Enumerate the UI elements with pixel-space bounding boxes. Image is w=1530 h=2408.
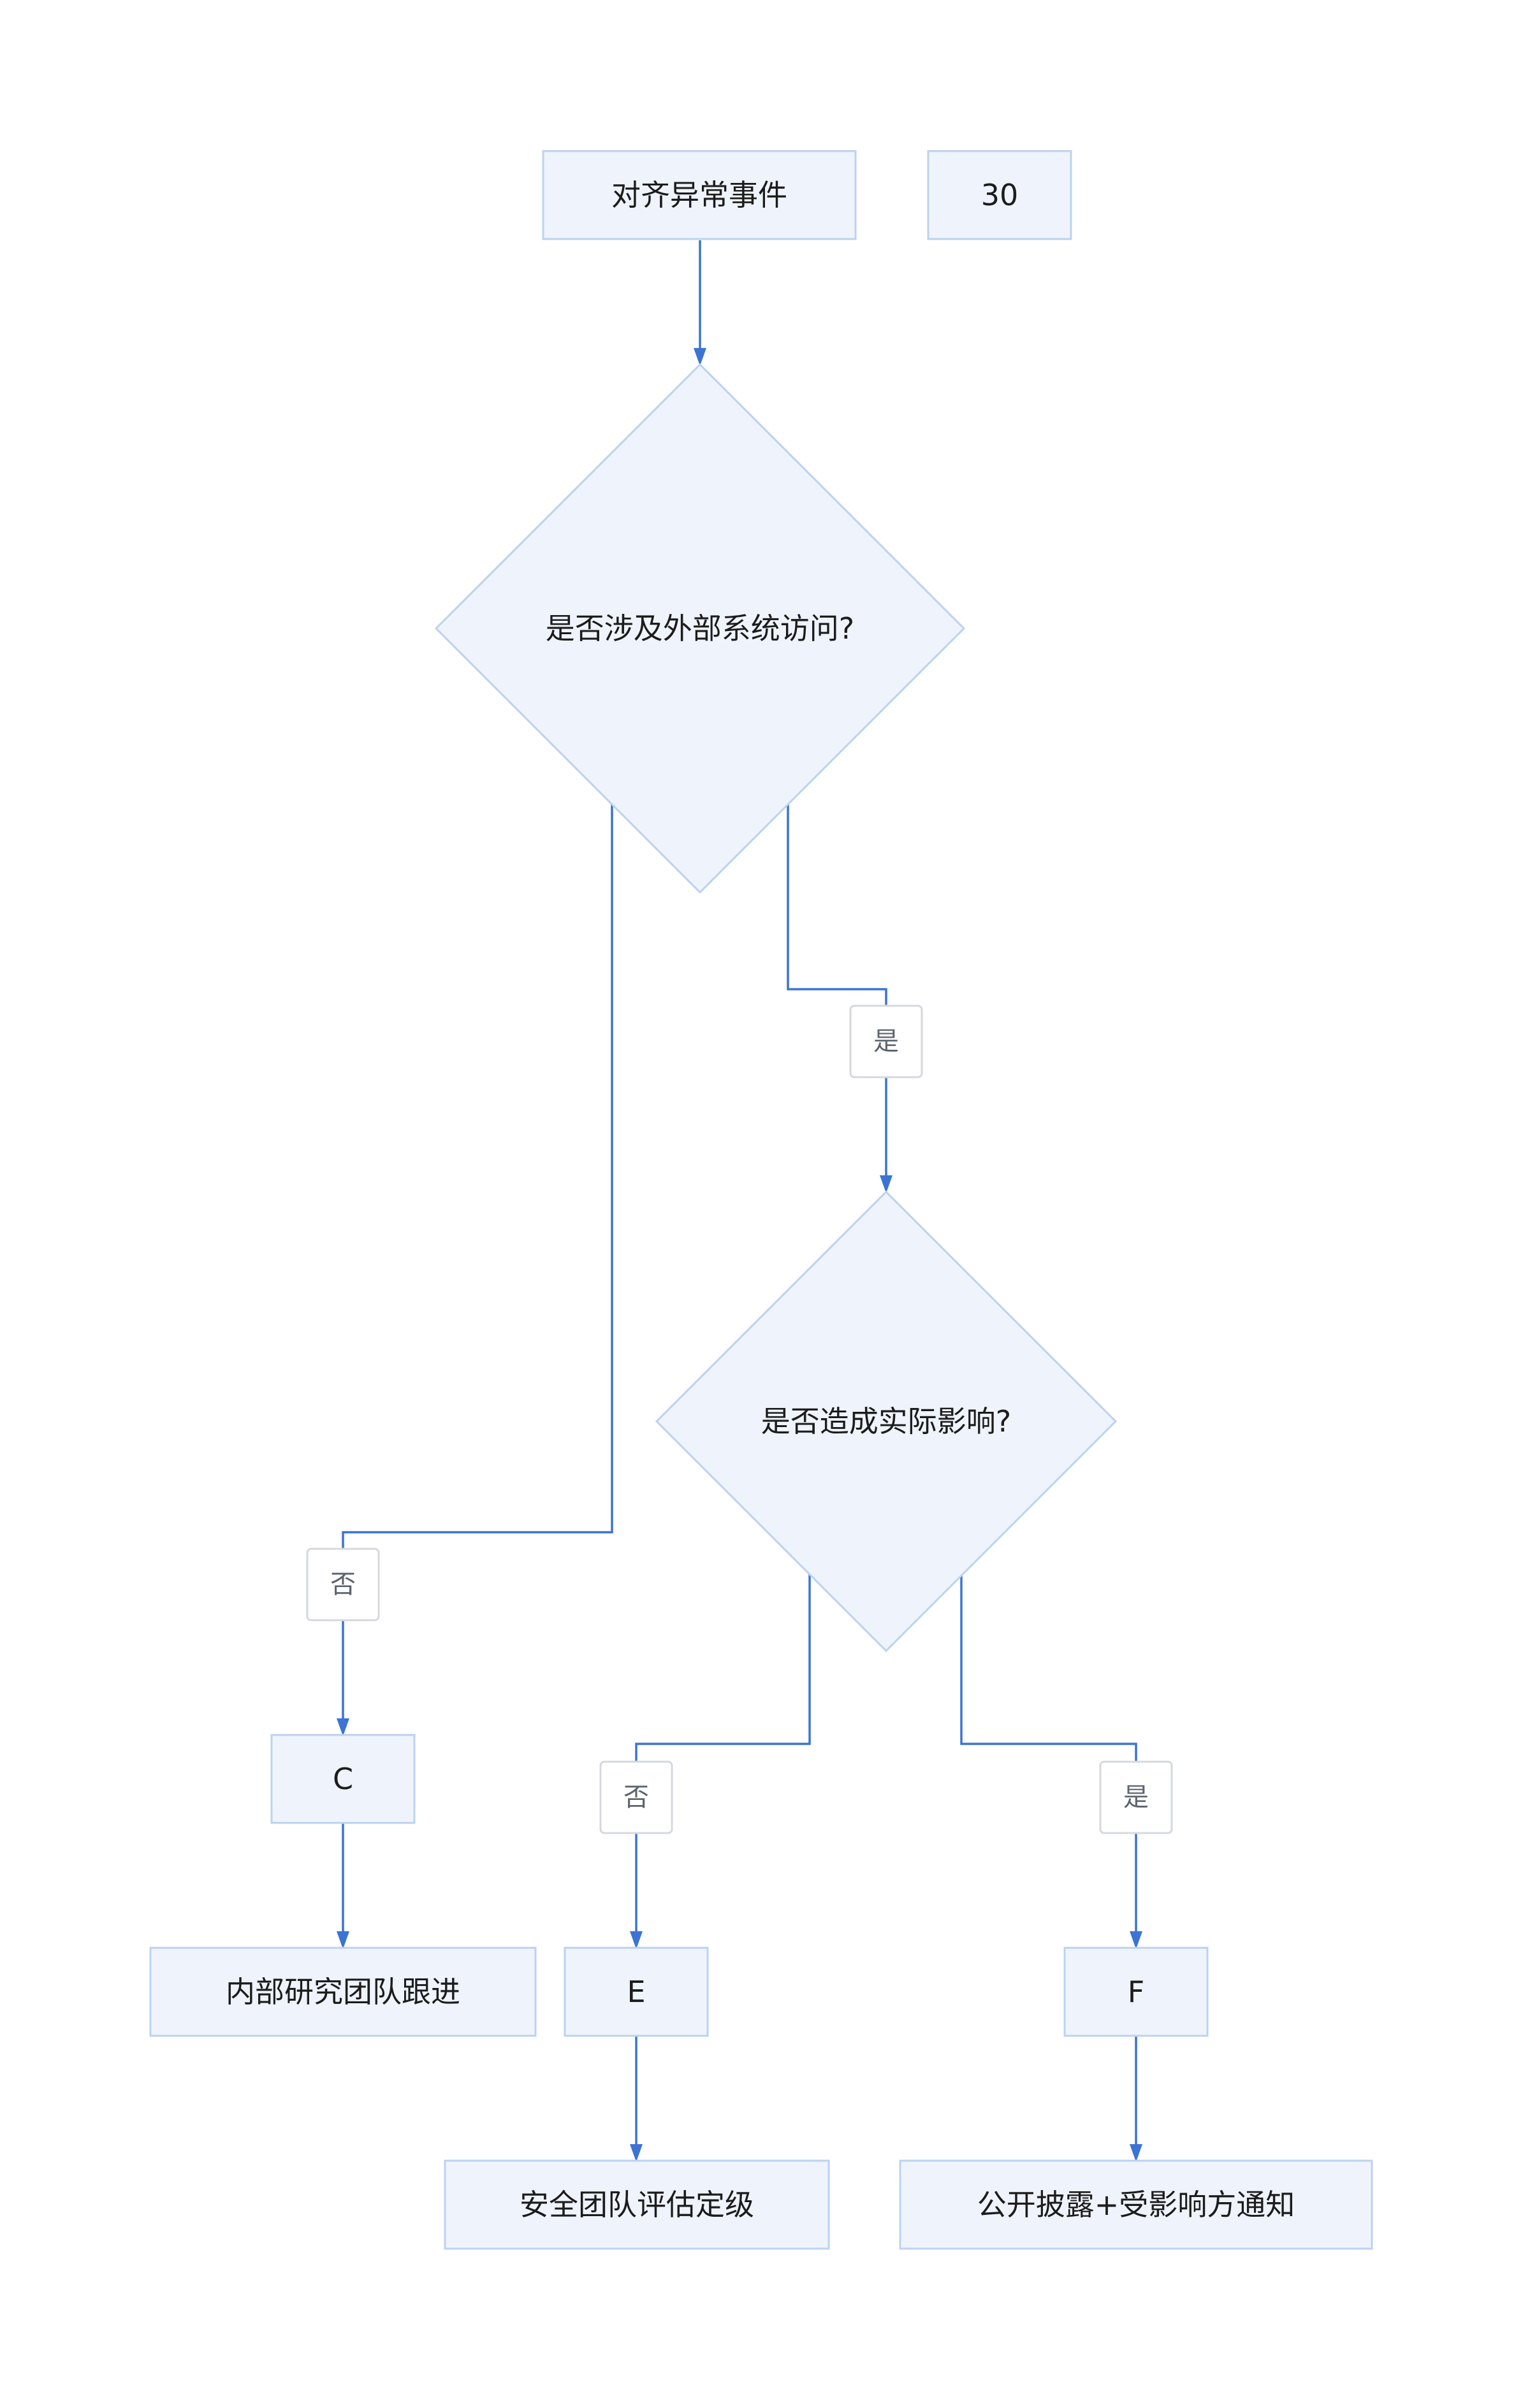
edge-impact-yes <box>960 1572 1137 1944</box>
arrowhead-icon <box>1130 1931 1142 1949</box>
svg-text:否: 否 <box>330 1570 356 1599</box>
edge-label-external-no: 否 <box>306 1548 380 1621</box>
svg-text:对齐异常事件: 对齐异常事件 <box>611 178 787 212</box>
svg-text:30: 30 <box>981 178 1019 212</box>
edge-impact-no <box>635 1572 811 1944</box>
arrowhead-icon <box>630 2144 643 2162</box>
arrowhead-icon <box>880 1175 892 1193</box>
edge-label-external-yes: 是 <box>849 1005 923 1078</box>
node-count: 30 <box>927 150 1072 240</box>
svg-text:F: F <box>1128 1975 1144 2009</box>
svg-text:是否涉及外部系统访问?: 是否涉及外部系统访问? <box>546 611 854 646</box>
edge-label-impact-yes: 是 <box>1099 1760 1173 1834</box>
edges <box>337 240 1142 2162</box>
decision-actual-impact: 是否造成实际影响? <box>655 1190 1118 1653</box>
node-c: C <box>270 1734 416 1824</box>
arrowhead-icon <box>630 1931 643 1949</box>
svg-text:公开披露+受影响方通知: 公开披露+受影响方通知 <box>977 2187 1295 2222</box>
svg-text:否: 否 <box>623 1783 649 1812</box>
svg-text:内部研究团队跟进: 内部研究团队跟进 <box>226 1975 460 2009</box>
edge-label-impact-no: 否 <box>599 1760 673 1834</box>
node-public-disclosure: 公开披露+受影响方通知 <box>899 2159 1373 2250</box>
svg-text:是: 是 <box>873 1027 899 1056</box>
svg-text:是否造成实际影响?: 是否造成实际影响? <box>761 1404 1011 1439</box>
svg-text:E: E <box>627 1975 645 2009</box>
node-internal-research: 内部研究团队跟进 <box>149 1947 537 2037</box>
arrowhead-icon <box>337 1931 349 1949</box>
node-start: 对齐异常事件 <box>542 150 857 240</box>
node-e: E <box>564 1947 709 2037</box>
edge-external-no <box>342 804 613 1731</box>
decision-external-access: 是否涉及外部系统访问? <box>434 363 966 894</box>
node-security-team: 安全团队评估定级 <box>444 2159 830 2250</box>
svg-text:C: C <box>333 1762 353 1796</box>
svg-text:安全团队评估定级: 安全团队评估定级 <box>520 2187 754 2222</box>
arrowhead-icon <box>694 348 706 366</box>
node-f: F <box>1063 1947 1209 2037</box>
arrowhead-icon <box>1130 2144 1142 2162</box>
arrowhead-icon <box>337 1718 349 1736</box>
edge-external-yes <box>787 804 887 1188</box>
svg-text:是: 是 <box>1123 1783 1149 1812</box>
